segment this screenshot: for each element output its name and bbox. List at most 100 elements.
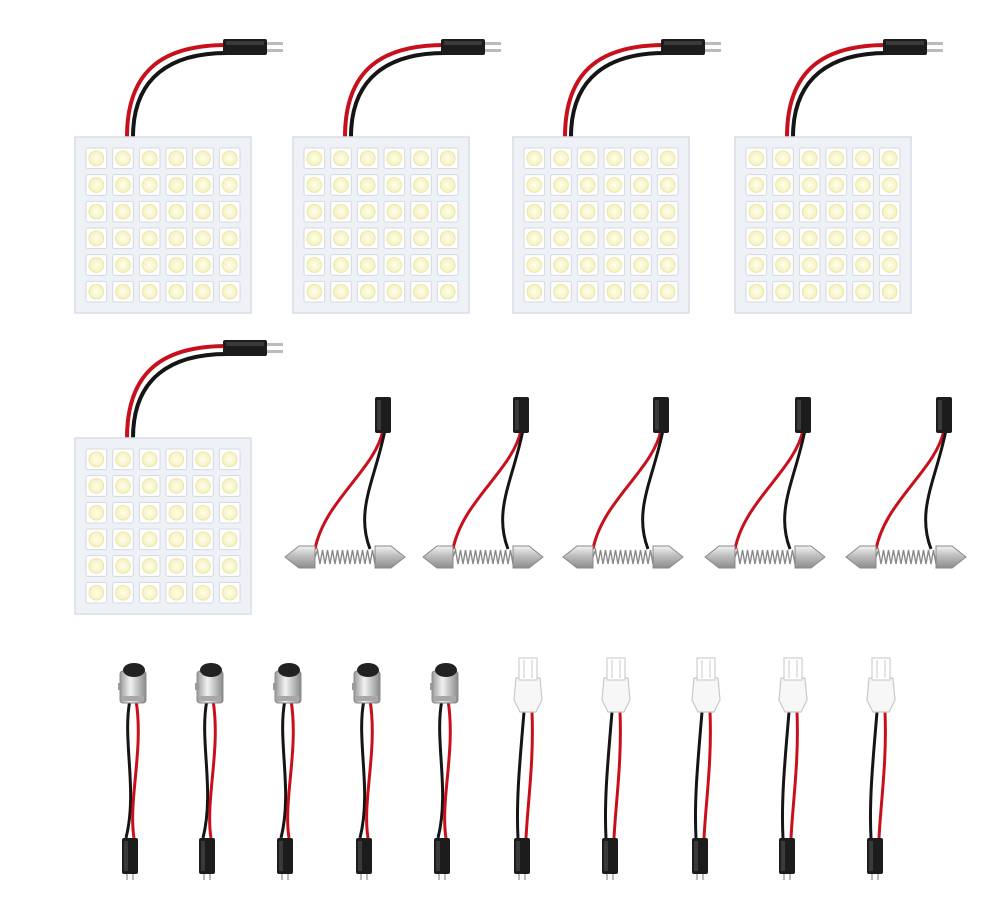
red-wire <box>125 344 229 440</box>
connector-pin <box>366 874 368 880</box>
connector-pin <box>485 49 501 52</box>
bayonet-pin <box>118 683 122 690</box>
connector-pin <box>927 42 943 45</box>
connector-pin <box>267 350 283 353</box>
contact-insulator <box>123 663 145 677</box>
ba9s-adapters <box>118 663 459 880</box>
wedge-tip <box>871 657 891 681</box>
festoon-cap-left <box>704 545 736 569</box>
black-wire <box>131 352 229 440</box>
festoon-adapter <box>845 397 967 569</box>
wedge-socket <box>513 677 543 713</box>
contact-insulator <box>435 663 457 677</box>
red-wire <box>702 711 712 839</box>
bayonet-pin <box>273 683 277 690</box>
bayonet-pin <box>195 683 199 690</box>
festoon-cap-right <box>512 545 544 569</box>
wedge-socket <box>691 677 721 713</box>
red-wire <box>365 699 374 839</box>
festoon-cap-left <box>845 545 877 569</box>
red-wire <box>591 429 663 550</box>
connector-pin <box>524 874 526 880</box>
red-wire <box>125 43 229 139</box>
connector-pin <box>438 874 440 880</box>
red-wire <box>563 43 667 139</box>
connector-pin <box>485 42 501 45</box>
festoon-cap-left <box>422 545 454 569</box>
spring-coil <box>314 547 376 565</box>
connector-pin <box>267 343 283 346</box>
festoon-adapters <box>284 397 967 569</box>
red-wire <box>733 429 805 550</box>
wedge-tip <box>696 657 716 681</box>
black-wire <box>436 699 445 839</box>
red-wire <box>785 43 889 139</box>
connector-pin <box>606 874 608 880</box>
festoon-cap-left <box>562 545 594 569</box>
wedge-tip <box>518 657 538 681</box>
red-wire <box>286 699 295 839</box>
connector-pin <box>287 874 289 880</box>
black-wire <box>780 711 791 839</box>
led-panel <box>74 39 283 314</box>
festoon-cap-right <box>794 545 826 569</box>
t10-adapter <box>866 657 896 880</box>
black-wire <box>641 429 665 550</box>
connector-pin <box>702 874 704 880</box>
festoon-adapter <box>422 397 544 569</box>
red-wire <box>524 711 534 839</box>
bayonet-pin <box>430 683 434 690</box>
ba9s-adapter <box>352 663 381 880</box>
wedge-tip <box>783 657 803 681</box>
festoon-cap-right <box>374 545 406 569</box>
connector-pin <box>281 874 283 880</box>
festoon-cap-right <box>652 545 684 569</box>
contact-insulator <box>200 663 222 677</box>
led-panel <box>512 39 721 314</box>
red-wire <box>789 711 799 839</box>
wedge-tip <box>606 657 626 681</box>
ba9s-adapter <box>195 663 224 880</box>
spring-coil <box>875 547 937 565</box>
red-wire <box>131 699 140 839</box>
spring-coil <box>452 547 514 565</box>
led-panels <box>74 39 943 615</box>
connector-pin <box>518 874 520 880</box>
festoon-cap-right <box>935 545 967 569</box>
connector-pin <box>705 42 721 45</box>
connector-pin <box>132 874 134 880</box>
red-wire <box>451 429 523 550</box>
black-wire <box>279 699 288 839</box>
red-wire <box>208 699 217 839</box>
black-wire <box>783 429 807 550</box>
led-panel <box>292 39 501 314</box>
connector-pin <box>203 874 205 880</box>
connector-pin <box>267 42 283 45</box>
red-wire <box>443 699 452 839</box>
black-wire <box>363 429 387 550</box>
ba9s-adapter <box>273 663 302 880</box>
connector-pin <box>789 874 791 880</box>
black-wire <box>868 711 879 839</box>
led-panel <box>74 340 283 615</box>
connector-pin <box>209 874 211 880</box>
ba9s-adapter <box>430 663 459 880</box>
black-wire <box>201 699 210 839</box>
red-wire <box>877 711 887 839</box>
connector-pin <box>783 874 785 880</box>
black-wire <box>131 51 229 139</box>
connector-pin <box>444 874 446 880</box>
festoon-adapter <box>562 397 684 569</box>
t10-adapter <box>691 657 721 880</box>
black-wire <box>569 51 667 139</box>
led-panel <box>734 39 943 314</box>
red-wire <box>343 43 447 139</box>
festoon-adapter <box>704 397 826 569</box>
festoon-cap-left <box>284 545 316 569</box>
t10-adapters <box>513 657 896 880</box>
black-wire <box>693 711 704 839</box>
black-wire <box>349 51 447 139</box>
black-wire <box>358 699 367 839</box>
bayonet-pin <box>352 683 356 690</box>
